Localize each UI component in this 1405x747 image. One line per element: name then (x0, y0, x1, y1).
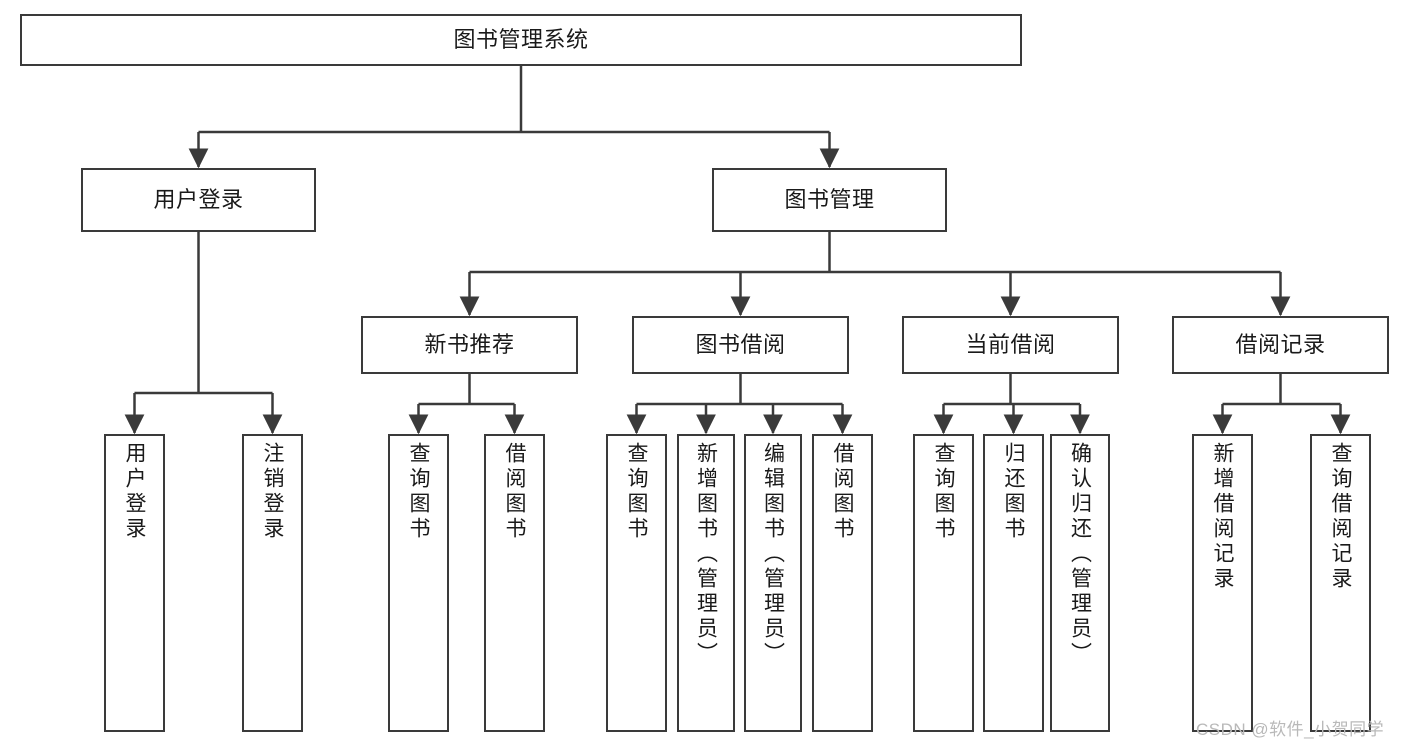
node-new-book-rec[interactable]: 新书推荐 (361, 316, 578, 374)
node-leaf-query-record[interactable]: 查询借阅记录 (1310, 434, 1371, 732)
node-leaf-borrow-book-2[interactable]: 借阅图书 (812, 434, 873, 732)
node-label: 用户登录 (153, 187, 244, 213)
node-label: 新增借阅记录 (1211, 442, 1234, 592)
node-label: 借阅图书 (831, 442, 854, 542)
node-leaf-return-book[interactable]: 归还图书 (983, 434, 1044, 732)
node-leaf-query-book-2[interactable]: 查询图书 (606, 434, 667, 732)
node-leaf-add-record[interactable]: 新增借阅记录 (1192, 434, 1253, 732)
node-label: 借阅图书 (503, 442, 526, 542)
node-leaf-query-book-1[interactable]: 查询图书 (388, 434, 449, 732)
node-label: 归还图书 (1002, 442, 1025, 542)
node-leaf-borrow-book-1[interactable]: 借阅图书 (484, 434, 545, 732)
node-leaf-user-login[interactable]: 用户登录 (104, 434, 165, 732)
node-label: 查询借阅记录 (1329, 442, 1352, 592)
node-label: 编辑图书（管理员） (761, 442, 785, 667)
node-book-manage[interactable]: 图书管理 (712, 168, 947, 232)
node-label: 图书管理 (784, 187, 875, 213)
node-label: 新增图书（管理员） (694, 442, 718, 667)
node-user-login[interactable]: 用户登录 (81, 168, 316, 232)
node-leaf-confirm-return[interactable]: 确认归还（管理员） (1050, 434, 1110, 732)
node-label: 用户登录 (123, 442, 146, 542)
node-label: 新书推荐 (424, 332, 515, 358)
node-label: 图书借阅 (695, 332, 786, 358)
node-label: 注销登录 (261, 442, 284, 542)
node-current-borrow[interactable]: 当前借阅 (902, 316, 1119, 374)
node-label: 确认归还（管理员） (1068, 442, 1092, 667)
node-label: 借阅记录 (1235, 332, 1326, 358)
node-label: 查询图书 (625, 442, 648, 542)
node-leaf-query-book-3[interactable]: 查询图书 (913, 434, 974, 732)
connector-layer (124, 66, 1351, 435)
node-label: 查询图书 (407, 442, 430, 542)
node-borrow-record[interactable]: 借阅记录 (1172, 316, 1389, 374)
node-label: 图书管理系统 (453, 27, 589, 53)
node-root[interactable]: 图书管理系统 (20, 14, 1022, 66)
node-label: 查询图书 (932, 442, 955, 542)
node-leaf-logout[interactable]: 注销登录 (242, 434, 303, 732)
node-leaf-add-book[interactable]: 新增图书（管理员） (677, 434, 735, 732)
node-book-borrow[interactable]: 图书借阅 (632, 316, 849, 374)
node-leaf-edit-book[interactable]: 编辑图书（管理员） (744, 434, 802, 732)
node-label: 当前借阅 (965, 332, 1056, 358)
